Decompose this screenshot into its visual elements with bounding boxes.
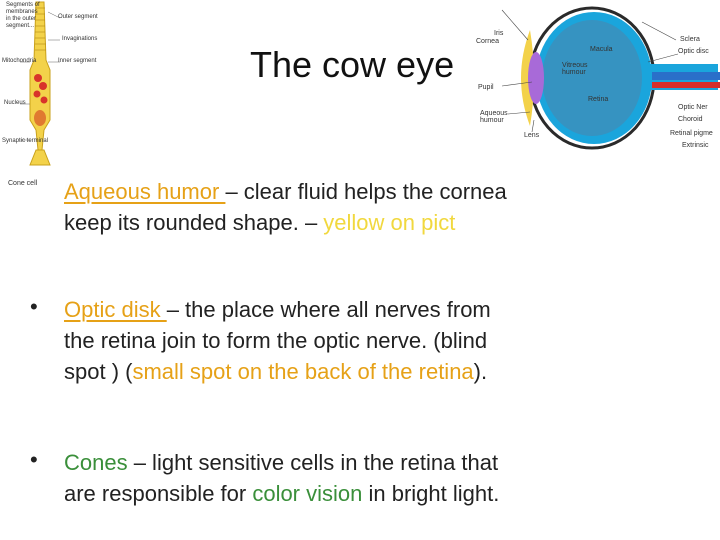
aqueous-line-1: Aqueous humor – clear fluid helps the co… bbox=[64, 176, 704, 207]
eye-label-cornea: Cornea bbox=[476, 38, 499, 45]
optic-line-3-c: ). bbox=[473, 359, 488, 384]
cone-label-nucleus: Nucleus bbox=[4, 100, 26, 106]
cones-line-2-a: are responsible for bbox=[64, 481, 253, 506]
eye-label-sclera: Sclera bbox=[680, 36, 700, 43]
optic-line-2: the retina join to form the optic nerve.… bbox=[64, 328, 488, 353]
eye-label-optic-nerve: Optic Ner bbox=[678, 104, 708, 111]
eye-label-retinal-pigment: Retinal pigme bbox=[670, 130, 713, 137]
eye-label-vitreous-humour: Vitreous humour bbox=[562, 62, 588, 76]
cone-label-mitochondria: Mitochondria bbox=[2, 58, 37, 64]
cone-label-segments: Segments of membranes in the outer segme… bbox=[6, 2, 40, 29]
cone-cell-drawing bbox=[20, 1, 61, 166]
eye-label-iris: Iris bbox=[494, 30, 504, 37]
eye-label-aqueous-humour: Aqueous humour bbox=[480, 110, 508, 124]
optic-line-3: spot ) (small spot on the back of the re… bbox=[64, 356, 704, 387]
eye-drawing bbox=[472, 0, 720, 190]
cones-line-2-c: in bright light. bbox=[362, 481, 500, 506]
eye-label-retina: Retina bbox=[588, 96, 609, 103]
aqueous-line-2-text: keep its rounded shape. – bbox=[64, 210, 324, 235]
color-vision-term: color vision bbox=[252, 481, 363, 506]
aqueous-line-2: keep its rounded shape. – yellow on pict bbox=[64, 207, 704, 238]
aqueous-humor-term: Aqueous humor bbox=[64, 179, 226, 204]
cone-label-outer-segment: Outer segment bbox=[58, 14, 98, 20]
optic-line-1: Optic disk – the place where all nerves … bbox=[64, 294, 704, 325]
eye-label-choroid: Choroid bbox=[678, 116, 703, 123]
cone-caption: Cone cell bbox=[8, 180, 38, 187]
eye-label-extrinsic: Extrinsic bbox=[682, 142, 709, 149]
cone-label-synaptic-terminal: Synaptic terminal bbox=[2, 138, 49, 144]
cones-line-1: Cones – light sensitive cells in the ret… bbox=[64, 447, 704, 478]
slide-title: The cow eye bbox=[250, 44, 455, 85]
eye-anatomy-illustration: Iris Cornea Pupil Aqueous humour Lens Ma… bbox=[472, 0, 720, 190]
cones-bullet: • bbox=[30, 447, 38, 472]
cones-line-2: are responsible for color vision in brig… bbox=[64, 478, 704, 509]
cone-label-inner-segment: Inner segment bbox=[58, 58, 97, 64]
eye-label-pupil: Pupil bbox=[478, 84, 494, 91]
cones-paragraph: Cones – light sensitive cells in the ret… bbox=[64, 447, 704, 509]
optic-disk-bullet: • bbox=[30, 294, 38, 319]
aqueous-color-note: yellow on pict bbox=[323, 210, 456, 235]
eye-label-optic-disc: Optic disc bbox=[678, 48, 709, 55]
cone-label-invaginations: Invaginations bbox=[62, 36, 98, 42]
optic-location-note: small spot on the back of the retina bbox=[132, 359, 474, 384]
aqueous-definition: – clear fluid helps the cornea bbox=[225, 179, 507, 204]
optic-disk-term: Optic disk bbox=[64, 297, 167, 322]
cones-term: Cones bbox=[64, 450, 128, 475]
cones-definition: – light sensitive cells in the retina th… bbox=[127, 450, 499, 475]
optic-line-3-a: spot ) ( bbox=[64, 359, 133, 384]
optic-disk-paragraph: Optic disk – the place where all nerves … bbox=[64, 294, 704, 387]
eye-label-lens: Lens bbox=[524, 132, 540, 139]
cone-cell-illustration: Segments of membranes in the outer segme… bbox=[0, 0, 98, 195]
aqueous-humor-paragraph: Aqueous humor – clear fluid helps the co… bbox=[64, 176, 704, 238]
eye-label-macula: Macula bbox=[590, 46, 613, 53]
optic-definition: – the place where all nerves from bbox=[166, 297, 491, 322]
